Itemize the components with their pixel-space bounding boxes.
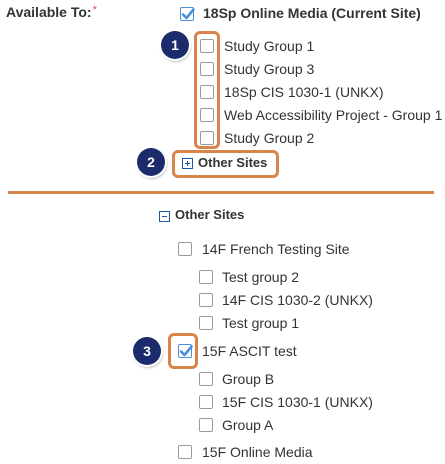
group-checkbox[interactable] (200, 62, 214, 76)
callout-2-highlight (172, 150, 279, 178)
available-to-text: Available To: (6, 4, 92, 20)
site-label: 15F Online Media (202, 444, 313, 460)
group-label: Study Group 3 (224, 61, 315, 77)
site-checkbox[interactable] (178, 242, 192, 256)
site-label: 15F ASCIT test (202, 343, 297, 359)
group-label: Web Accessibility Project - Group 1 (224, 107, 443, 123)
other-sites-toggle[interactable]: Other Sites (198, 155, 268, 170)
group-label: 18Sp CIS 1030-1 (UNKX) (224, 84, 384, 100)
plus-icon[interactable] (182, 158, 193, 169)
site-group-label: Test group 2 (222, 269, 300, 285)
callout-2-badge: 2 (137, 148, 165, 176)
site-checkbox[interactable] (178, 344, 193, 358)
callout-3-badge: 3 (133, 337, 161, 365)
group-checkbox[interactable] (200, 131, 214, 145)
group-checkbox[interactable] (200, 108, 214, 122)
callout-1-badge: 1 (161, 31, 189, 59)
current-site-checkbox[interactable] (180, 7, 195, 21)
group-label: Study Group 2 (224, 130, 315, 146)
section-divider (8, 191, 434, 194)
site-group-label: 14F CIS 1030-2 (UNKX) (222, 292, 373, 308)
site-group-checkbox[interactable] (199, 293, 213, 307)
callout-3-highlight (168, 333, 198, 369)
group-checkbox[interactable] (200, 39, 214, 53)
site-group-label: 15F CIS 1030-1 (UNKX) (222, 394, 373, 410)
required-mark: * (92, 4, 97, 16)
site-group-checkbox[interactable] (199, 395, 213, 409)
site-group-checkbox[interactable] (199, 372, 213, 386)
site-checkbox[interactable] (178, 445, 192, 459)
site-group-label: Group A (222, 417, 274, 433)
available-to-label: Available To:* (6, 4, 97, 20)
site-group-checkbox[interactable] (199, 270, 213, 284)
checkmark-icon (181, 8, 195, 20)
site-group-label: Group B (222, 371, 275, 387)
site-group-checkbox[interactable] (199, 316, 213, 330)
group-checkbox[interactable] (200, 85, 214, 99)
site-group-label: Test group 1 (222, 315, 300, 331)
callout-1-highlight (194, 31, 220, 149)
site-group-checkbox[interactable] (199, 418, 213, 432)
minus-icon[interactable] (159, 211, 170, 222)
other-sites-expanded-toggle[interactable]: Other Sites (175, 207, 245, 222)
group-label: Study Group 1 (224, 38, 315, 54)
site-label: 14F French Testing Site (202, 241, 350, 257)
checkmark-icon (179, 345, 193, 357)
current-site-label: 18Sp Online Media (Current Site) (203, 5, 421, 21)
